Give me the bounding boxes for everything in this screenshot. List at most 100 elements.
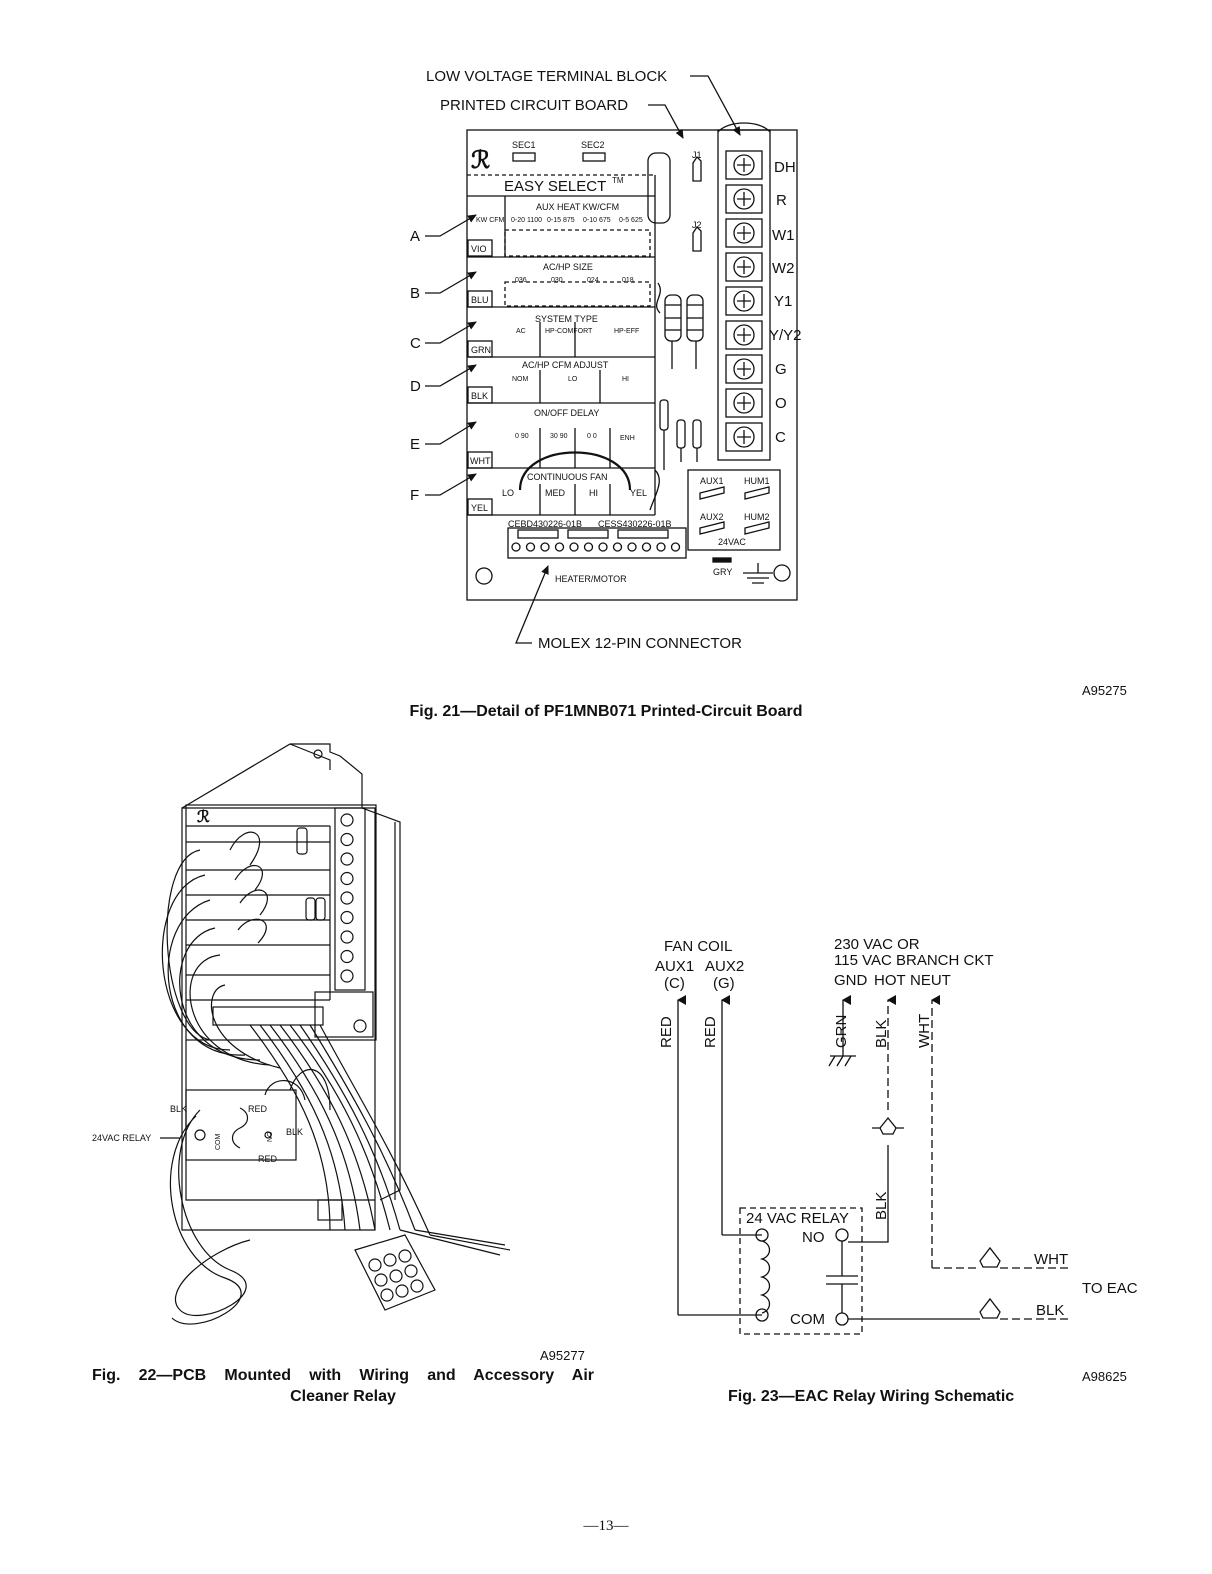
eac-schematic: RED RED GRN BLK WHT BLK 24 VAC RELAY NO … [658,995,1138,1335]
pcb-mounted-drawing: ℛ BLK RED BLK RED COM NO [160,743,511,1325]
f22-terminal-screw [340,969,354,983]
color-tag-blu: BLU [471,295,489,305]
option-fan-0: LO [502,488,514,498]
molex-pin [540,542,550,552]
f22-wire-blk-1: BLK [170,1104,187,1114]
easy-select-label: EASY SELECT [504,178,606,195]
option-type-1: HP-COMFORT [545,328,593,335]
terminal-yy2: Y/Y2 [769,327,802,344]
terminal-screw-housing [725,286,763,316]
f22-wire-blk-2: BLK [286,1127,303,1137]
terminal-screw-slot [737,158,751,172]
j1-label: J1 [692,150,702,160]
sec2-label: SEC2 [581,140,605,150]
terminal-screw [733,188,755,210]
molex-pin [612,542,623,552]
terminal-screw [733,426,755,448]
eac-blk: BLK [1036,1302,1064,1319]
terminal-block-callout: LOW VOLTAGE TERMINAL BLOCK [426,68,668,85]
option-type-0: AC [516,328,526,335]
to-eac-label: TO EAC [1082,1280,1138,1297]
option-delay-1: 30 90 [550,433,568,440]
f22-terminal-screw [340,910,354,925]
molex-pin [583,542,594,552]
option-aux-1: 0-15 875 [547,217,575,224]
wire-blk: BLK [873,1020,890,1048]
color-tag-wht: WHT [470,456,491,466]
section-title-aux-heat: AUX HEAT KW/CFM [536,202,619,212]
option-aux-0: 0-20 1100 [511,217,542,224]
eac-wht: WHT [1034,1251,1068,1268]
sec1-label: SEC1 [512,140,536,150]
option-type-2: HP-EFF [614,328,639,335]
option-fan-2: HI [589,488,598,498]
row-letter-e: E [410,436,421,453]
fig22-caption-line1: Fig. 22—PCB Mounted with Wiring and Acce… [92,1367,594,1384]
color-tag-grn: GRN [471,345,491,355]
f22-wire-red-1: RED [248,1104,268,1114]
f22-relay-no: NO [267,1131,274,1142]
aux1-header: AUX1 [655,958,695,975]
molex-pin [670,542,681,552]
aux2-label: AUX2 [700,512,724,522]
supply-line2: 115 VAC BRANCH CKT [834,952,994,969]
option-fan-1: MED [545,488,566,498]
option-delay-3: ENH [620,435,635,442]
option-size-1: 030 [551,277,563,284]
molex-callout: MOLEX 12-PIN CONNECTOR [538,635,742,652]
option-size-2: 024 [587,277,599,284]
heater-motor-label: HEATER/MOTOR [555,574,627,584]
terminal-screw-housing [725,252,763,282]
color-tag-vio: VIO [471,244,487,254]
terminal-screw [733,324,755,346]
option-aux-2: 0-10 675 [583,217,611,224]
terminal-screw-housing [725,184,763,214]
vac24-label: 24VAC [718,537,746,547]
option-cfm-0: NOM [512,376,529,383]
fig23-id: A98625 [1082,1369,1127,1384]
part-number-left: CEBD430226-01B [508,519,582,529]
wire-grn: GRN [833,1015,850,1048]
section-title-continuous-fan: CONTINUOUS FAN [527,472,608,482]
f22-terminal-screw [340,891,354,905]
terminal-screw [733,154,755,176]
option-cfm-1: LO [568,376,578,383]
board-logo: ℛ [471,147,490,174]
gry-label: GRY [713,567,732,577]
color-tag-yel: YEL [471,503,488,513]
terminal-dh: DH [774,159,796,176]
row-letter-b: B [410,285,421,302]
terminal-screw-slot [737,396,751,410]
fig21-id: A95275 [1082,683,1127,698]
terminal-screw-slot [737,430,751,444]
supply-line1: 230 VAC OR [834,936,920,953]
j2-label: J2 [692,220,702,230]
f22-terminal-screw [340,813,354,827]
terminal-screw-slot [737,260,751,274]
terminal-screw [733,392,755,414]
aux2-sub: (G) [713,975,735,992]
f22-terminal-screw [340,852,354,866]
wire-red-g: RED [702,1016,719,1048]
color-tag-blk: BLK [471,391,488,401]
f22-wire-red-2: RED [258,1154,278,1164]
hum2-label: HUM2 [744,512,770,522]
molex-pin [511,542,521,552]
terminal-y1: Y1 [774,293,792,310]
molex-pin [656,542,666,552]
terminal-screw-slot [737,226,751,240]
terminal-w2: W2 [772,260,795,277]
option-size-3: 018 [622,277,634,284]
aux2-header: AUX2 [705,958,745,975]
molex-pin [598,542,608,552]
terminal-g: G [775,361,787,378]
option-delay-2: 0 0 [587,433,597,440]
terminal-screw-slot [737,362,751,376]
terminal-screw-housing [725,150,763,180]
terminal-screw [733,256,755,278]
relay-com: COM [790,1311,825,1328]
hot-label: HOT [874,972,906,989]
easy-select-tm: TM [612,176,624,185]
f22-terminal-screw [340,930,354,944]
f22-terminal-screw [340,832,354,847]
